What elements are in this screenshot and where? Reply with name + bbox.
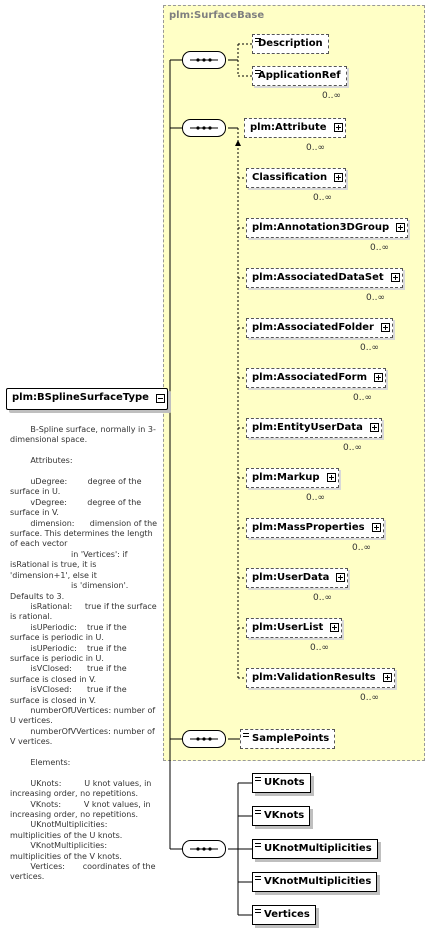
element-classification[interactable]: Classification xyxy=(246,168,347,188)
element-markup[interactable]: plm:Markup xyxy=(246,468,339,488)
cardinality: 0..∞ xyxy=(360,693,379,703)
expand-icon[interactable] xyxy=(326,473,336,482)
expand-icon[interactable] xyxy=(333,123,343,132)
element-mass-properties[interactable]: plm:MassProperties xyxy=(246,518,384,538)
cardinality: 0..∞ xyxy=(366,293,385,303)
content-icon xyxy=(255,776,261,783)
content-icon xyxy=(255,842,261,849)
element-associated-form[interactable]: plm:AssociatedForm xyxy=(246,368,386,388)
expand-icon[interactable] xyxy=(396,223,406,232)
expand-icon[interactable] xyxy=(374,373,383,382)
element-annotation3d-group[interactable]: plm:Annotation3DGroup xyxy=(246,218,409,238)
element-user-list[interactable]: plm:UserList xyxy=(246,618,343,638)
expand-icon[interactable] xyxy=(380,323,390,332)
element-description[interactable]: Description xyxy=(252,34,329,54)
expand-icon[interactable] xyxy=(371,523,381,532)
cardinality-application-ref: 0..∞ xyxy=(322,91,341,101)
sequence-compositor-4[interactable] xyxy=(182,840,226,858)
content-icon xyxy=(255,37,261,44)
element-user-data[interactable]: plm:UserData xyxy=(246,568,349,588)
cardinality: 0..∞ xyxy=(352,543,371,553)
element-u-knot-multiplicities[interactable]: UKnotMultiplicities xyxy=(252,839,378,859)
element-associated-folder[interactable]: plm:AssociatedFolder xyxy=(246,318,393,338)
content-icon xyxy=(255,908,261,915)
cardinality: 0..∞ xyxy=(360,343,379,353)
element-u-knots[interactable]: UKnots xyxy=(252,773,311,793)
root-element[interactable]: plm:BSplineSurfaceType xyxy=(6,388,168,410)
element-vertices[interactable]: Vertices xyxy=(252,905,316,925)
element-associated-data-set[interactable]: plm:AssociatedDataSet xyxy=(246,268,403,288)
expand-icon[interactable] xyxy=(336,573,346,582)
element-sample-points[interactable]: SamplePoints xyxy=(240,729,336,749)
content-icon xyxy=(243,732,249,739)
cardinality: 0..∞ xyxy=(313,593,332,603)
cardinality: 0..∞ xyxy=(306,493,325,503)
cardinality: 0..∞ xyxy=(353,393,372,403)
sequence-compositor-3[interactable] xyxy=(182,730,226,748)
element-v-knot-multiplicities[interactable]: VKnotMultiplicities xyxy=(252,872,378,892)
element-v-knots[interactable]: VKnots xyxy=(252,806,311,826)
root-element-label: plm:BSplineSurfaceType xyxy=(12,392,149,403)
element-validation-results[interactable]: plm:ValidationResults xyxy=(246,668,395,688)
content-icon xyxy=(255,69,261,76)
element-application-ref[interactable]: ApplicationRef xyxy=(252,66,347,86)
element-plm-attribute[interactable]: plm:Attribute xyxy=(244,118,346,138)
expand-icon[interactable] xyxy=(382,673,392,682)
content-icon xyxy=(255,875,261,882)
cardinality: 0..∞ xyxy=(306,143,325,153)
expand-icon[interactable] xyxy=(369,423,379,432)
element-entity-user-data[interactable]: plm:EntityUserData xyxy=(246,418,382,438)
expand-icon[interactable] xyxy=(390,273,400,282)
cardinality: 0..∞ xyxy=(343,443,362,453)
expand-icon[interactable] xyxy=(334,173,344,182)
sequence-compositor-2[interactable] xyxy=(182,119,226,137)
sequence-compositor-1[interactable] xyxy=(182,51,226,69)
cardinality: 0..∞ xyxy=(370,243,389,253)
expand-icon[interactable] xyxy=(330,623,340,632)
cardinality: 0..∞ xyxy=(313,193,332,203)
surface-base-title: plm:SurfaceBase xyxy=(169,10,265,21)
documentation-text: B-Spline surface, normally in 3-dimensio… xyxy=(10,425,158,882)
collapse-icon[interactable] xyxy=(155,394,165,403)
cardinality: 0..∞ xyxy=(310,643,329,653)
content-icon xyxy=(255,809,261,816)
